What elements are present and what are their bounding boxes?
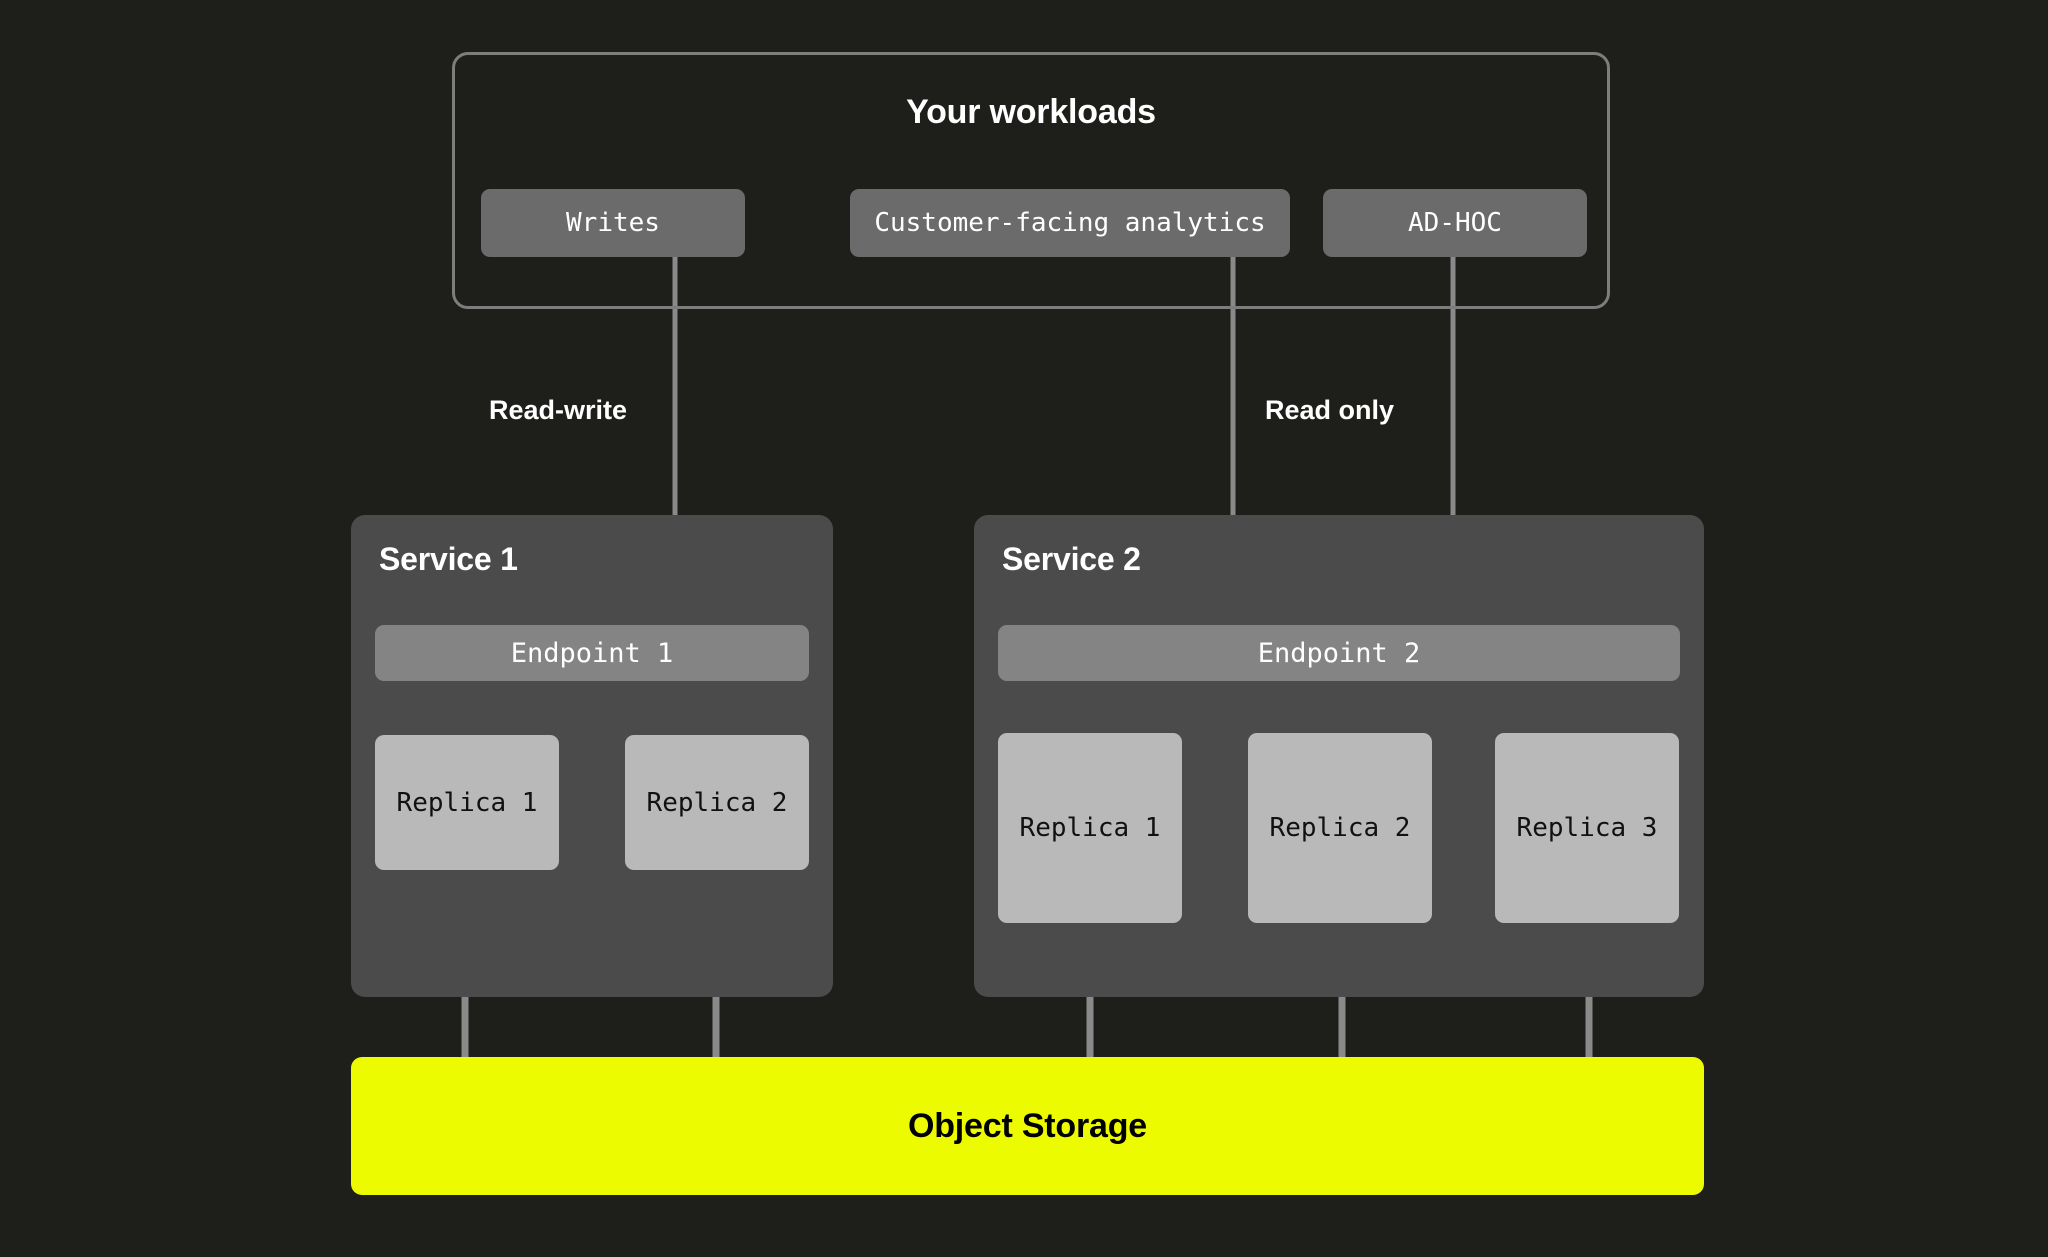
workloads-panel: Your workloads Writes Customer-facing an… [452,52,1610,309]
workloads-title: Your workloads [906,93,1156,131]
service-panel-1: Service 1 Endpoint 1 Replica 1 Replica 2 [351,515,833,997]
service-1-replica-1[interactable]: Replica 1 [375,735,559,870]
edge-label-read-write: Read-write [489,395,628,425]
edge-label-read-only: Read only [1265,395,1395,425]
service-2-replica-2[interactable]: Replica 2 [1248,733,1432,923]
workload-writes[interactable]: Writes [481,189,745,257]
service-1-replica-2[interactable]: Replica 2 [625,735,809,870]
service-2-replica-1[interactable]: Replica 1 [998,733,1182,923]
service-1-title: Service 1 [379,541,518,577]
workload-ad-hoc[interactable]: AD-HOC [1323,189,1587,257]
endpoint-1[interactable]: Endpoint 1 [375,625,809,681]
workload-customer-facing-analytics[interactable]: Customer-facing analytics [850,189,1290,257]
workload-row: Writes Customer-facing analytics AD-HOC [455,189,1607,259]
object-storage-bar[interactable]: Object Storage [351,1057,1704,1195]
service-2-title: Service 2 [1002,541,1141,577]
endpoint-2[interactable]: Endpoint 2 [998,625,1680,681]
service-2-replica-3[interactable]: Replica 3 [1495,733,1679,923]
service-panel-2: Service 2 Endpoint 2 Replica 1 Replica 2… [974,515,1704,997]
